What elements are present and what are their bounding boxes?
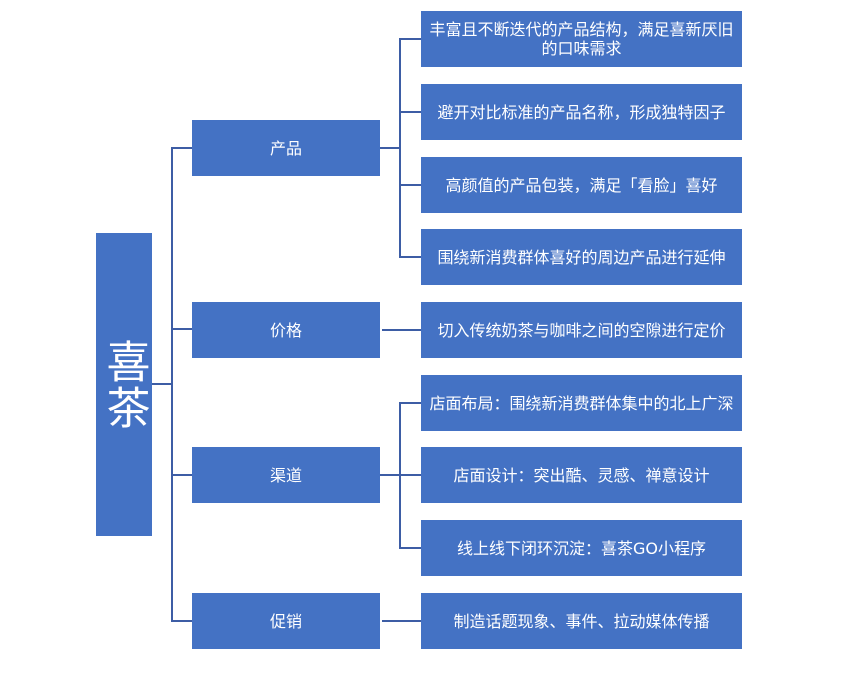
product-item-merchandise: 围绕新消费群体喜好的周边产品进行延伸 (421, 229, 742, 285)
connector (399, 184, 421, 186)
price-item-positioning: 切入传统奶茶与咖啡之间的空隙进行定价 (421, 302, 742, 358)
connector (399, 402, 421, 404)
product-item-naming: 避开对比标准的产品名称，形成独特因子 (421, 84, 742, 140)
category-promotion: 促销 (192, 593, 380, 649)
connector (171, 328, 192, 330)
connector (399, 474, 421, 476)
connector (380, 147, 400, 149)
product-item-packaging: 高颜值的产品包装，满足「看脸」喜好 (421, 157, 742, 213)
connector (399, 256, 421, 258)
root-node: 喜茶 (96, 233, 152, 536)
category-price: 价格 (192, 302, 380, 358)
connector (380, 474, 400, 476)
connector (171, 147, 192, 149)
category-channel: 渠道 (192, 447, 380, 503)
connector (171, 474, 192, 476)
channel-item-store-layout: 店面布局：围绕新消费群体集中的北上广深 (421, 375, 742, 431)
product-item-structure: 丰富且不断迭代的产品结构，满足喜新厌旧的口味需求 (421, 11, 742, 67)
connector (399, 111, 421, 113)
connector (382, 620, 421, 622)
connector (399, 38, 401, 257)
promotion-item-media: 制造话题现象、事件、拉动媒体传播 (421, 593, 742, 649)
channel-item-store-design: 店面设计：突出酷、灵感、禅意设计 (421, 447, 742, 503)
category-product: 产品 (192, 120, 380, 176)
connector (399, 38, 421, 40)
connector (382, 329, 421, 331)
connector (399, 547, 421, 549)
connector (171, 147, 173, 621)
connector (171, 620, 192, 622)
connector (152, 383, 172, 385)
channel-item-online-offline: 线上线下闭环沉淀：喜茶GO小程序 (421, 520, 742, 576)
